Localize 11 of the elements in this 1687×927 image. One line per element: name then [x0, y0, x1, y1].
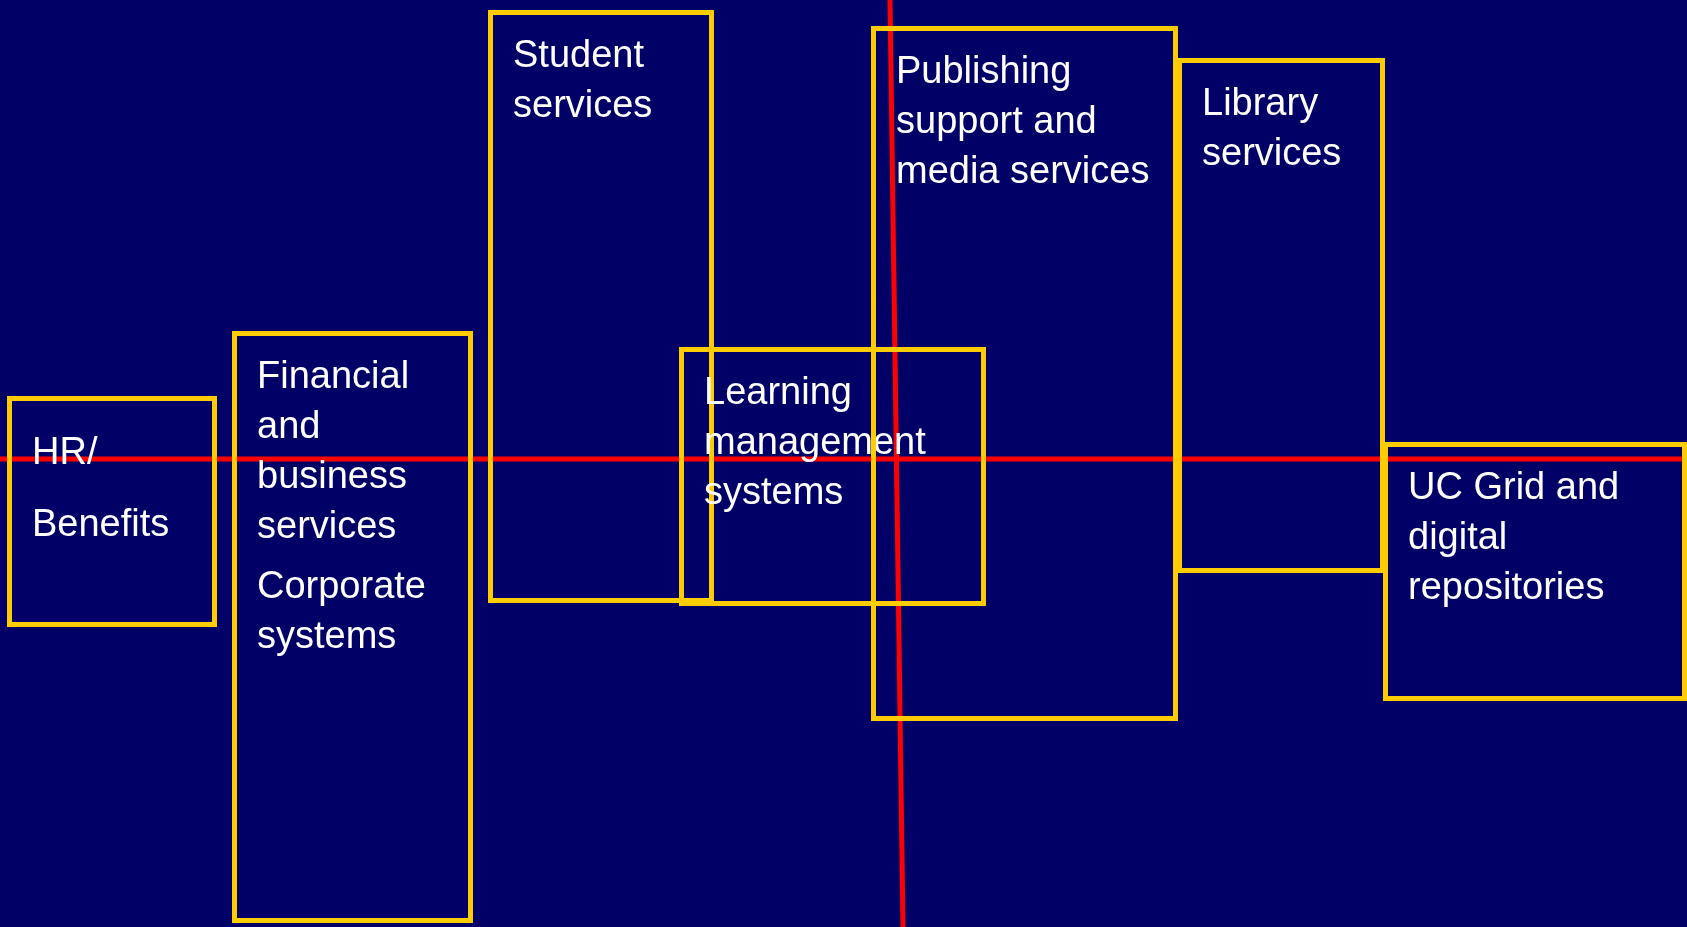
category-box	[679, 347, 986, 606]
box-label: Corporate systems	[257, 563, 427, 658]
box-label: Publishing support and media services	[896, 48, 1151, 193]
category-box	[1383, 442, 1687, 701]
category-box	[1177, 58, 1385, 573]
box-label: Library services	[1202, 80, 1343, 175]
box-label: Financial and business services	[257, 353, 411, 548]
category-box	[7, 396, 217, 627]
box-label: Student services	[513, 32, 654, 127]
category-box	[232, 331, 473, 923]
box-label: UC Grid and digital repositories	[1408, 464, 1621, 609]
